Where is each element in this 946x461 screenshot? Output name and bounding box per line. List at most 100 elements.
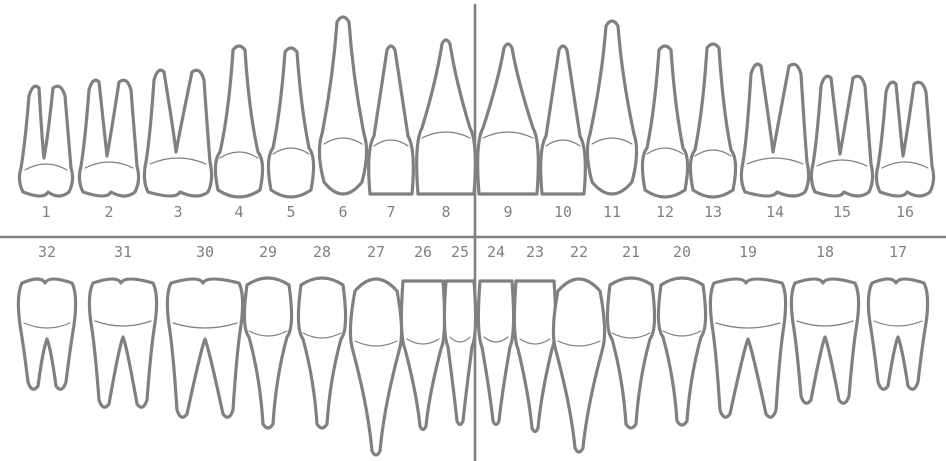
- tooth-label-17: 17: [889, 243, 907, 261]
- cej-line-19: [715, 322, 781, 329]
- tooth-26: [399, 279, 447, 432]
- cej-line-4: [219, 151, 259, 159]
- cej-line-9: [482, 131, 534, 139]
- tooth-label-32: 32: [38, 243, 56, 261]
- tooth-3: [142, 68, 214, 198]
- cej-line-3: [149, 157, 207, 165]
- tooth-20: [656, 276, 708, 427]
- tooth-22: [551, 277, 607, 454]
- tooth-label-4: 4: [234, 203, 243, 221]
- tooth-9: [476, 42, 540, 196]
- tooth-17: [866, 277, 930, 391]
- tooth-6: [317, 15, 369, 196]
- tooth-label-8: 8: [441, 203, 450, 221]
- cej-line-31: [94, 320, 152, 327]
- tooth-14: [739, 62, 811, 198]
- tooth-5: [266, 46, 316, 199]
- tooth-label-14: 14: [766, 203, 784, 221]
- cej-line-6: [323, 137, 363, 145]
- cej-line-23: [519, 338, 551, 345]
- tooth-label-26: 26: [414, 243, 432, 261]
- tooth-1: [17, 84, 75, 198]
- cej-line-14: [746, 157, 804, 165]
- tooth-label-18: 18: [816, 243, 834, 261]
- tooth-label-5: 5: [286, 203, 295, 221]
- tooth-25: [442, 279, 478, 427]
- tooth-30: [165, 277, 245, 419]
- tooth-label-31: 31: [114, 243, 132, 261]
- tooth-2: [77, 78, 141, 198]
- cej-line-11: [591, 137, 633, 145]
- lower-arch: [16, 276, 930, 457]
- cej-line-17: [873, 320, 923, 327]
- cej-line-16: [881, 161, 929, 169]
- cej-line-29: [248, 330, 288, 337]
- tooth-11: [585, 19, 639, 196]
- tooth-label-19: 19: [739, 243, 757, 261]
- cej-line-32: [23, 322, 71, 329]
- tooth-label-22: 22: [570, 243, 588, 261]
- tooth-label-6: 6: [338, 203, 347, 221]
- tooth-7: [367, 44, 415, 196]
- tooth-21: [605, 276, 657, 430]
- tooth-label-9: 9: [503, 203, 512, 221]
- tooth-13: [688, 42, 738, 199]
- cej-line-7: [373, 139, 409, 147]
- tooth-label-12: 12: [656, 203, 674, 221]
- cej-line-5: [272, 147, 310, 155]
- tooth-label-16: 16: [896, 203, 914, 221]
- cej-line-26: [406, 338, 440, 345]
- cej-line-20: [662, 330, 702, 337]
- tooth-18: [789, 277, 861, 405]
- cej-line-12: [646, 147, 684, 155]
- tooth-label-23: 23: [526, 243, 544, 261]
- tooth-label-30: 30: [196, 243, 214, 261]
- tooth-15: [809, 74, 875, 198]
- tooth-label-21: 21: [622, 243, 640, 261]
- tooth-label-10: 10: [554, 203, 572, 221]
- tooth-label-20: 20: [673, 243, 691, 261]
- tooth-4: [213, 44, 265, 199]
- tooth-label-29: 29: [259, 243, 277, 261]
- tooth-label-7: 7: [386, 203, 395, 221]
- tooth-31: [87, 277, 159, 409]
- tooth-label-15: 15: [833, 203, 851, 221]
- tooth-label-1: 1: [41, 203, 50, 221]
- tooth-32: [16, 277, 78, 391]
- cej-line-10: [545, 139, 581, 147]
- cej-line-30: [172, 322, 238, 329]
- cej-line-8: [421, 131, 471, 139]
- cej-line-15: [816, 159, 868, 167]
- tooth-29: [242, 276, 294, 430]
- cej-line-28: [302, 332, 342, 339]
- tooth-8: [415, 38, 477, 196]
- cej-line-24: [483, 336, 509, 343]
- tooth-23: [512, 279, 558, 434]
- cej-line-13: [694, 149, 732, 157]
- tooth-28: [296, 276, 348, 430]
- tooth-label-2: 2: [104, 203, 113, 221]
- tooth-24: [476, 279, 516, 427]
- cej-line-21: [611, 332, 651, 339]
- tooth-10: [539, 44, 587, 196]
- cej-line-2: [84, 161, 134, 169]
- tooth-label-28: 28: [313, 243, 331, 261]
- tooth-label-24: 24: [487, 243, 505, 261]
- upper-arch: [17, 15, 936, 199]
- cej-line-18: [796, 320, 854, 327]
- cej-line-22: [557, 340, 601, 347]
- tooth-19: [708, 277, 788, 419]
- cej-line-27: [354, 340, 398, 347]
- tooth-16: [874, 80, 936, 198]
- tooth-label-3: 3: [173, 203, 182, 221]
- tooth-label-25: 25: [451, 243, 469, 261]
- tooth-label-13: 13: [704, 203, 722, 221]
- tooth-12: [640, 44, 690, 199]
- tooth-label-27: 27: [367, 243, 385, 261]
- cej-line-25: [449, 336, 471, 343]
- cej-line-1: [24, 163, 68, 171]
- tooth-label-11: 11: [603, 203, 621, 221]
